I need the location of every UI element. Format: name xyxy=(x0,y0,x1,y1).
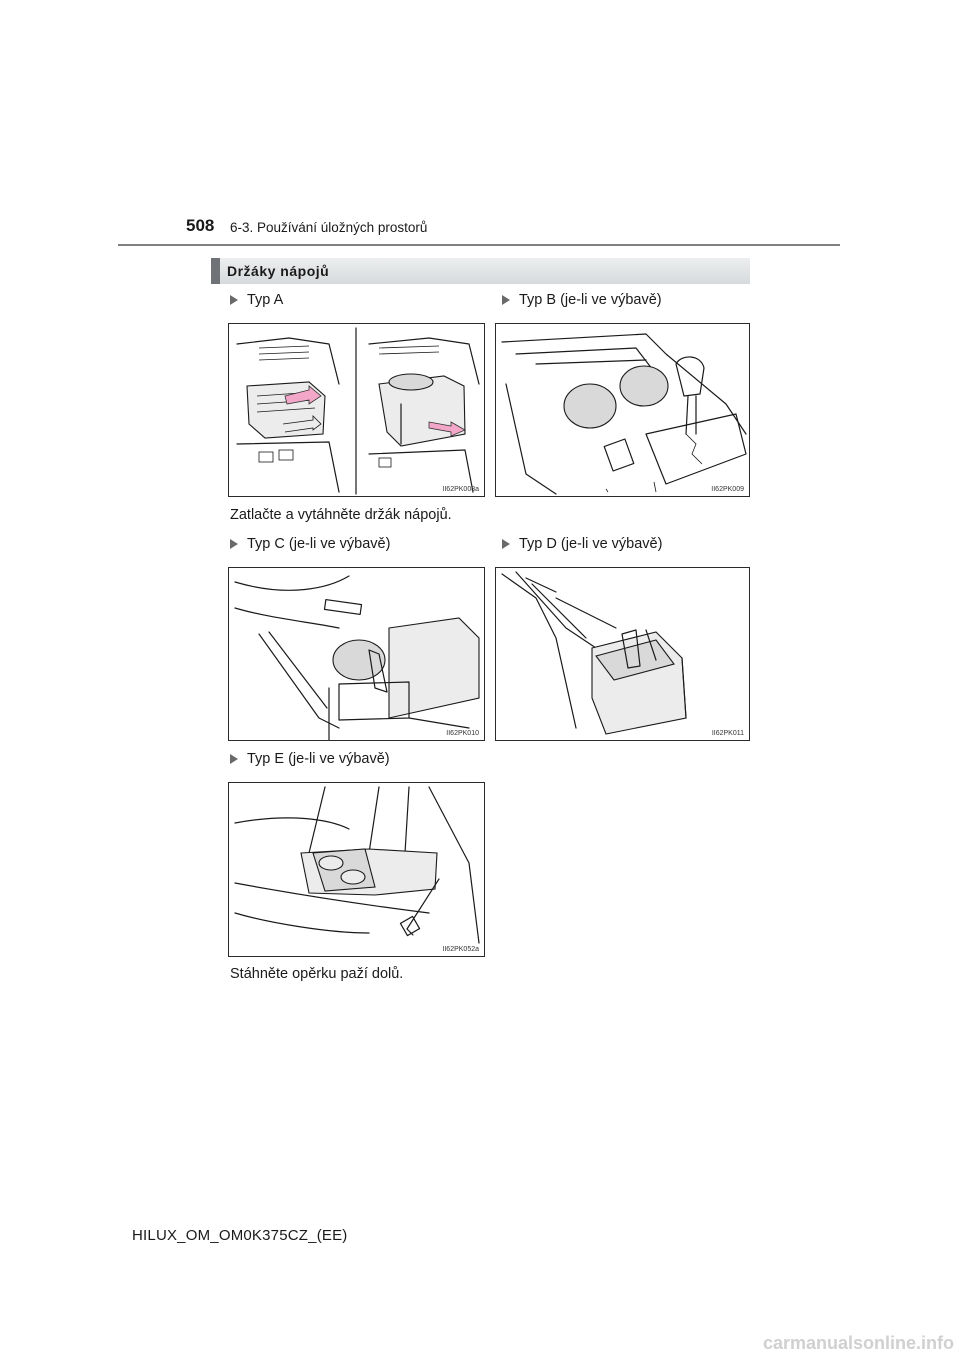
figure-type-b: II62PK009 xyxy=(495,323,750,497)
type-d-text: Typ D (je-li ve výbavě) xyxy=(519,536,663,552)
cup-holder-type-b-illustration xyxy=(501,333,747,495)
type-c-label: Typ C (je-li ve výbavě) xyxy=(230,536,390,552)
figure-code: II62PK011 xyxy=(711,730,744,737)
type-c-text: Typ C (je-li ve výbavě) xyxy=(247,536,391,552)
figure-code: II62PK008a xyxy=(442,486,479,493)
type-e-label: Typ E (je-li ve výbavě) xyxy=(230,751,390,767)
triangle-bullet-icon xyxy=(230,295,238,305)
watermark: carmanualsonline.info xyxy=(762,1333,954,1353)
figure-type-e: II62PK052a xyxy=(228,782,485,957)
type-b-text: Typ B (je-li ve výbavě) xyxy=(519,292,662,308)
triangle-bullet-icon xyxy=(230,754,238,764)
triangle-bullet-icon xyxy=(502,295,510,305)
header-rule xyxy=(118,244,840,246)
section-heading: Držáky nápojů xyxy=(227,263,330,279)
figure-type-a: II62PK008a xyxy=(228,323,485,497)
section-bar-accent xyxy=(211,258,220,284)
section-title: 6-3. Používání úložných prostorů xyxy=(230,220,428,235)
type-d-label: Typ D (je-li ve výbavě) xyxy=(502,536,662,552)
instruction-type-a: Zatlačte a vytáhněte držák nápojů. xyxy=(230,507,452,523)
document-code: HILUX_OM_OM0K375CZ_(EE) xyxy=(132,1227,348,1244)
figure-type-d: II62PK011 xyxy=(495,567,750,741)
triangle-bullet-icon xyxy=(502,539,510,549)
type-a-label: Typ A xyxy=(230,292,283,308)
cup-holder-type-a-illustration xyxy=(236,327,480,495)
cup-holder-type-e-illustration xyxy=(234,786,480,944)
instruction-type-e: Stáhněte opěrku paží dolů. xyxy=(230,966,404,982)
section-heading-bar: Držáky nápojů xyxy=(211,258,750,284)
figure-code: II62PK052a xyxy=(442,946,479,953)
figure-type-c: II62PK010 xyxy=(228,567,485,741)
figure-code: II62PK009 xyxy=(711,486,744,493)
figure-code: II62PK010 xyxy=(446,730,479,737)
cup-holder-type-c-illustration xyxy=(234,575,480,740)
triangle-bullet-icon xyxy=(230,539,238,549)
type-e-text: Typ E (je-li ve výbavě) xyxy=(247,751,390,767)
type-b-label: Typ B (je-li ve výbavě) xyxy=(502,292,662,308)
cup-holder-type-d-illustration xyxy=(501,571,687,735)
type-a-text: Typ A xyxy=(247,292,284,308)
page-number: 508 xyxy=(186,216,215,235)
